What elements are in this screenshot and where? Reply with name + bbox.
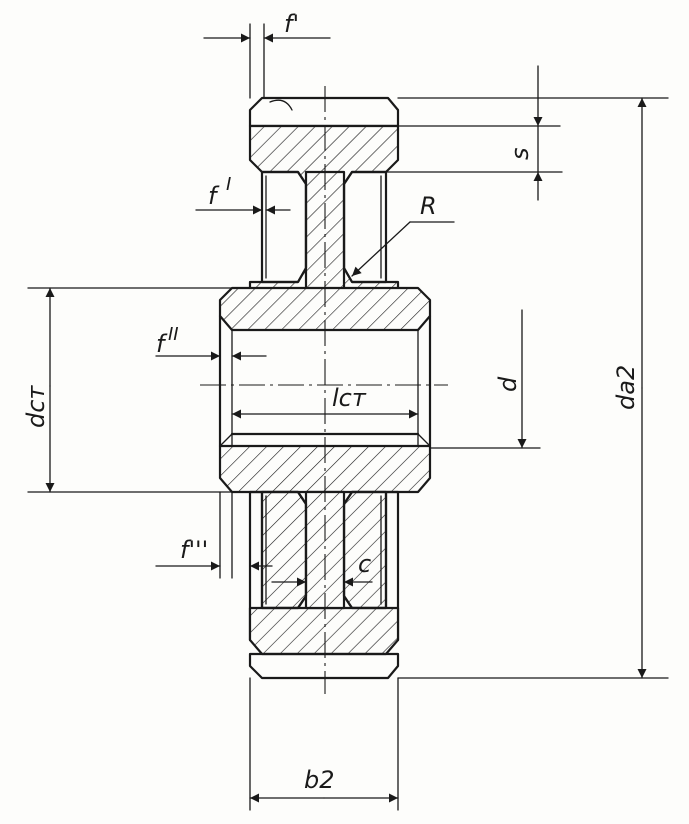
lower-section — [248, 490, 400, 680]
upper-tip-mark — [269, 99, 293, 111]
dim-f-prime: f' — [203, 10, 331, 99]
label-d-st: dст — [22, 385, 50, 428]
label-d: d — [494, 376, 522, 392]
label-R: R — [420, 192, 437, 220]
dim-f-three: f''' — [155, 491, 273, 579]
label-f-two-sup: II — [168, 324, 179, 345]
upper-left-cavity — [260, 170, 308, 284]
dim-f-one: f I — [195, 174, 291, 215]
label-l-st: lст — [332, 384, 367, 412]
dim-l-st: lст — [231, 384, 419, 419]
dim-d: d — [429, 309, 541, 449]
dim-d-a2: da2 — [397, 97, 669, 679]
label-f-two: f — [156, 330, 168, 358]
label-b2: b2 — [304, 766, 335, 794]
lower-tooth-tip — [248, 652, 400, 680]
label-f-prime: f' — [284, 10, 299, 38]
dim-b2: b2 — [249, 677, 399, 811]
upper-section — [248, 96, 400, 292]
dim-R: R — [351, 192, 455, 277]
label-f-one-sup: I — [226, 174, 231, 195]
label-c: c — [358, 550, 371, 578]
upper-right-cavity — [342, 170, 388, 284]
upper-tooth-tip — [248, 96, 400, 128]
label-d-a2: da2 — [612, 365, 640, 410]
hub — [218, 286, 432, 494]
lower-left-cavity — [260, 490, 308, 610]
dim-d-st: dст — [22, 287, 233, 493]
hub-bore-outline — [218, 314, 432, 448]
label-f-three: f''' — [180, 536, 208, 564]
hub-bore-chamfers — [219, 315, 431, 447]
label-s: s — [506, 147, 534, 160]
dim-c: c — [271, 550, 373, 587]
dim-s: s — [385, 65, 669, 201]
lower-rim-band — [248, 606, 400, 656]
label-f-one: f — [208, 182, 220, 210]
lower-right-cavity — [342, 490, 388, 610]
